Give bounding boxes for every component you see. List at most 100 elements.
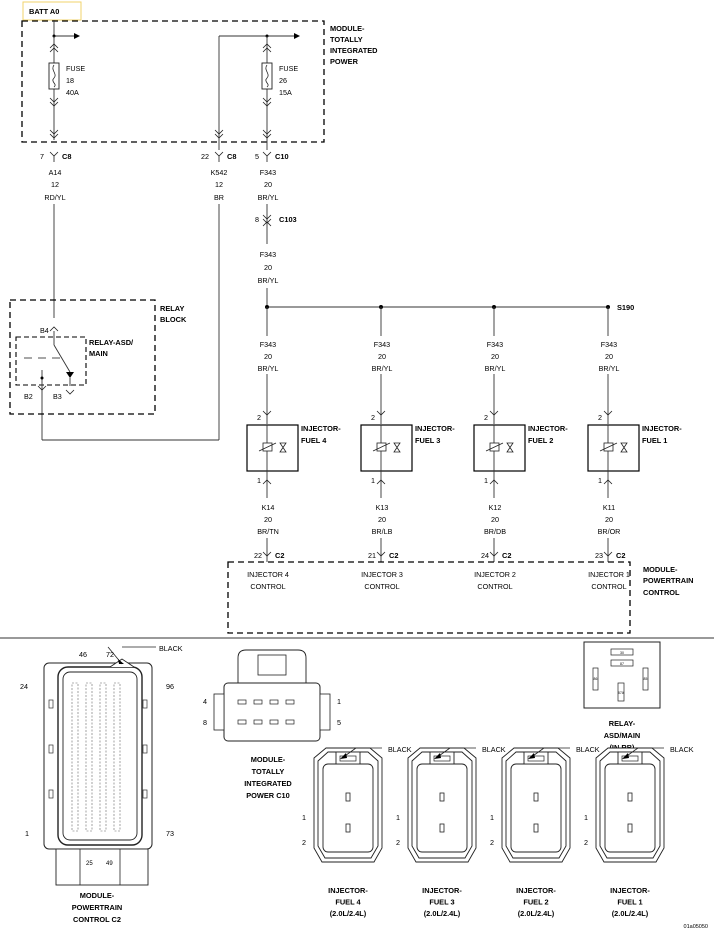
injector-label-2: FUEL 2	[528, 436, 553, 445]
tipm-c10-caption-3: INTEGRATED	[244, 779, 292, 788]
pcm-control-label-2: CONTROL	[591, 582, 626, 591]
connector-c8-pin7: 7 C8	[40, 151, 71, 162]
relay-asd-main-view: 30 87 86 85 87A RELAY- ASD/MAIN (IN RB)	[583, 641, 661, 752]
wire-a14-circuit: A14	[49, 168, 62, 177]
injector-pin-in: 2	[484, 413, 488, 422]
figure-id: 01a05050	[684, 924, 708, 930]
pcm-c2-pin-73: 73	[166, 829, 174, 838]
injector-wire-out-label: 20	[491, 515, 499, 524]
pcm-c2-pin-49: 49	[106, 861, 113, 867]
c8-pin22-number: 22	[201, 152, 209, 161]
injector-label-1: INJECTOR-	[301, 424, 341, 433]
c10-pin5-number: 5	[255, 152, 259, 161]
injector-connector-caption: FUEL 3	[429, 898, 454, 907]
injector-pin-out-fork-icon	[603, 479, 613, 485]
injector-nozzle-icon	[393, 442, 401, 453]
tipm-module-line-3: INTEGRATED	[330, 46, 378, 55]
pcm-pin-number: 24	[481, 551, 489, 560]
injector-connector-caption: (2.0L/2.4L)	[518, 909, 555, 918]
injector-connector-pin-2: 2	[396, 838, 400, 847]
tipm-c10-pin-8: 8	[203, 718, 207, 727]
injector-body	[587, 424, 640, 472]
relay-view-pin-30: 30	[620, 651, 624, 655]
injector-wire-out-label: K11	[603, 503, 615, 512]
splice-label: S190	[617, 303, 634, 312]
injector-label-1: INJECTOR-	[642, 424, 682, 433]
injector-pin-in-fork-icon	[376, 410, 386, 416]
injector-pin-out-fork-icon	[262, 479, 272, 485]
injector-wire-out-label: 20	[605, 515, 613, 524]
fuse-18-number: 18	[66, 76, 74, 85]
relay-view-pin-86: 86	[594, 677, 598, 681]
injector-wire-in-label: F343	[374, 340, 390, 349]
injector-nozzle-icon	[506, 442, 514, 453]
pcm-pin-fork-icon	[376, 551, 386, 557]
fuse-18-top-chevron-icon	[49, 43, 59, 49]
c8-pin22-name: C8	[227, 152, 236, 161]
fuse-26-title: FUSE	[279, 64, 298, 73]
wire-f343-top-label: F343 20 BR/YL	[258, 168, 279, 202]
injector-connector-body	[501, 747, 571, 863]
injector-connector-body	[313, 747, 383, 863]
pcm-control-label-1: INJECTOR 2	[474, 570, 516, 579]
injector-wire-in-label: 20	[264, 352, 272, 361]
pcm-c2-pin-72: 72	[106, 650, 114, 659]
injector-label-2: FUEL 4	[301, 436, 327, 445]
wire-f343-mid-label: F343 20 BR/YL	[258, 250, 279, 285]
injector-pin-out-fork-icon	[376, 479, 386, 485]
injector-nozzle-icon	[620, 442, 628, 453]
pcm-c2-caption-3: CONTROL C2	[73, 915, 121, 924]
injector-label-1: INJECTOR-	[528, 424, 568, 433]
injector-connector-color: BLACK	[482, 745, 506, 754]
injector-wire-out-label: K12	[489, 503, 502, 512]
injector-pin-in-fork-icon	[603, 410, 613, 416]
injector-connector-caption: FUEL 1	[617, 898, 642, 907]
relay-block-label-2: BLOCK	[160, 315, 187, 324]
fuse-26-number: 26	[279, 76, 287, 85]
pcm-connector-name: C2	[502, 551, 511, 560]
injector-wire-in-label: BR/YL	[258, 364, 279, 373]
wire-k542-label: K542 12 BR	[211, 168, 228, 202]
fuse-26-rating: 15A	[279, 88, 292, 97]
injector-connector-caption: INJECTOR-	[328, 886, 368, 895]
relay-b3-fork-icon	[65, 389, 75, 395]
pcm-c2-pin-96: 96	[166, 682, 174, 691]
injector-connector-color: BLACK	[670, 745, 694, 754]
wire-k542-circuit: K542	[211, 168, 228, 177]
injector-connector-pin-1: 1	[584, 813, 588, 822]
relay-asd-label-2: MAIN	[89, 349, 108, 358]
injector-wire-out-label: BR/LB	[372, 527, 393, 536]
fuse-18-body-icon	[48, 62, 60, 90]
relay-pin-b3: B3	[53, 392, 62, 401]
injector-wire-in-label: BR/YL	[372, 364, 393, 373]
injector-wire-in-label: F343	[487, 340, 503, 349]
injector-connector-body	[407, 747, 477, 863]
pcm-pin-fork-icon	[262, 551, 272, 557]
wire-f343-mid-color: BR/YL	[258, 276, 279, 285]
pcm-pin-fork-icon	[489, 551, 499, 557]
relay-pin-b2: B2	[24, 392, 33, 401]
tipm-module-boundary	[21, 20, 325, 143]
connector-c8-pin22: 22 C8	[201, 151, 236, 162]
pcm-control-label-2: CONTROL	[477, 582, 512, 591]
injector-wire-in-label: BR/YL	[599, 364, 620, 373]
injector-connector-body	[595, 747, 665, 863]
injector-connector-caption: INJECTOR-	[516, 886, 556, 895]
injector-pin-in: 2	[598, 413, 602, 422]
fuse-18-title: FUSE	[66, 64, 85, 73]
relay-switch-contact	[53, 344, 71, 373]
pcm-pin-number: 22	[254, 551, 262, 560]
c103-pin-number: 8	[255, 215, 259, 224]
pcm-pin-number: 21	[368, 551, 376, 560]
injector-wire-out-label: BR/OR	[598, 527, 621, 536]
wire-f343-mid-gauge: 20	[264, 263, 272, 272]
wire-f343-top-gauge: 20	[264, 180, 272, 189]
tipm-c10-pin-1: 1	[337, 697, 341, 706]
pcm-pin-fork-icon	[603, 551, 613, 557]
relay-block-boundary	[9, 299, 156, 415]
injector-pin-out: 1	[484, 476, 488, 485]
